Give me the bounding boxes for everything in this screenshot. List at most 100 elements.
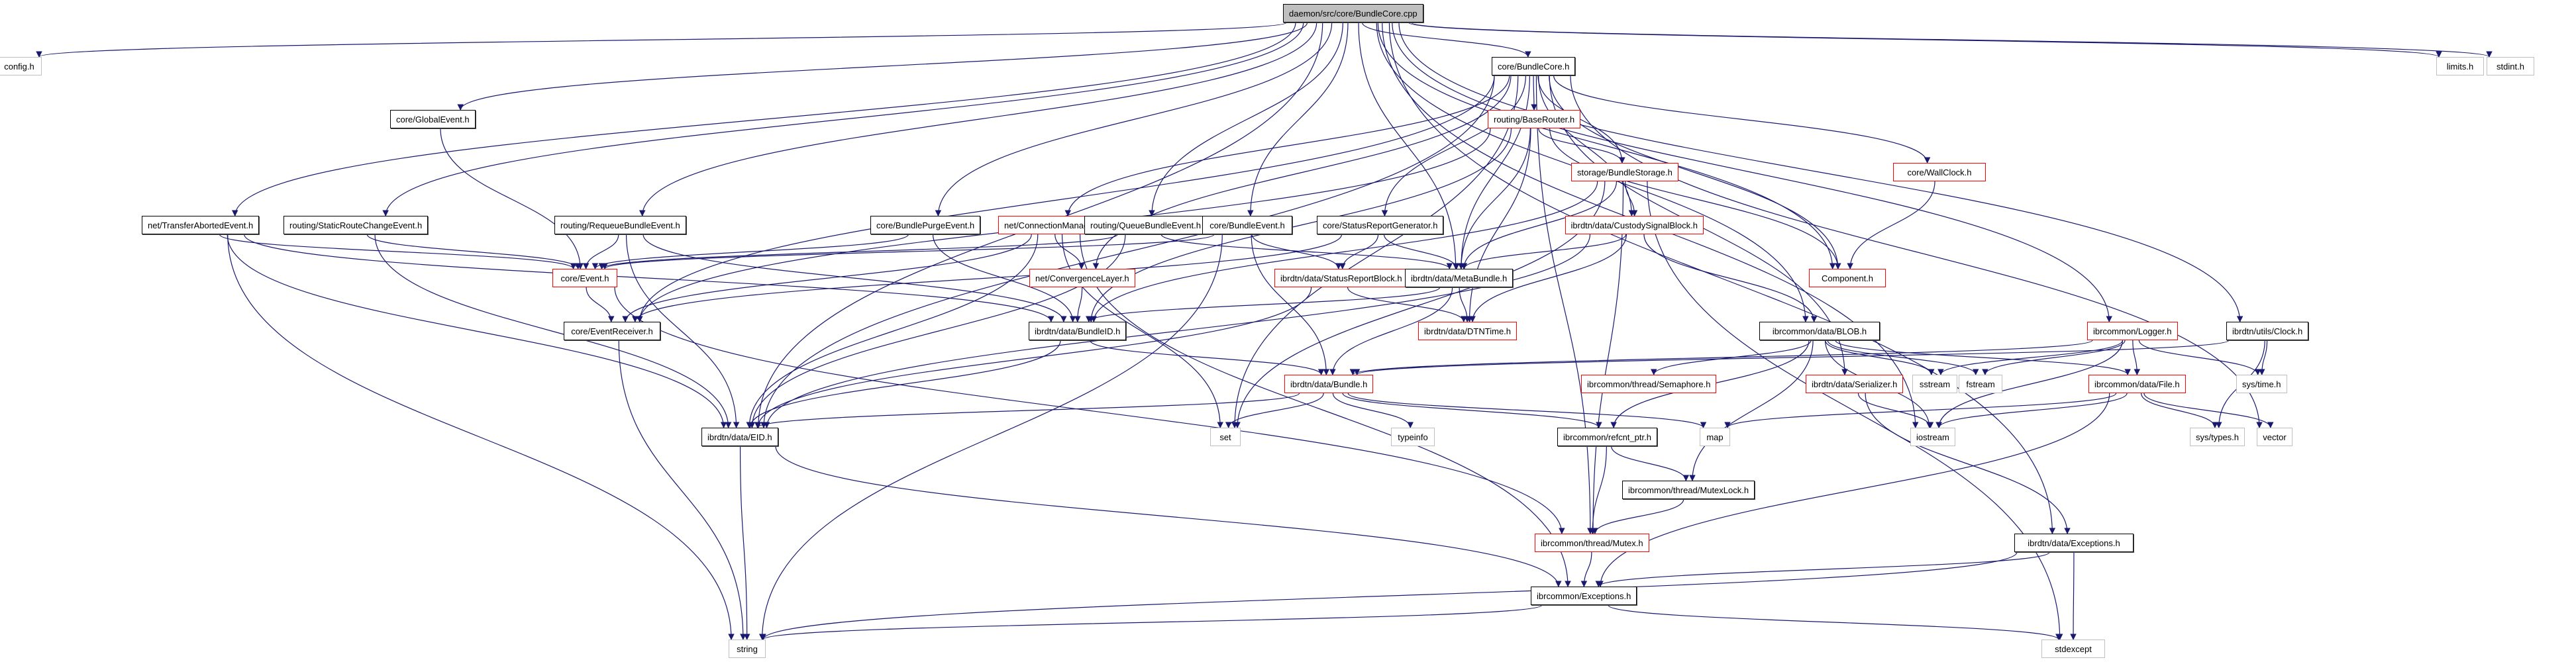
graph-node-mutexlock[interactable]: ibrcommon/thread/MutexLock.h bbox=[1622, 481, 1755, 499]
graph-node-stdexcept: stdexcept bbox=[2041, 640, 2105, 658]
graph-node-blob[interactable]: ibrcommon/data/BLOB.h bbox=[1759, 322, 1880, 340]
edge-bundlecore-h-to-set bbox=[1231, 75, 1519, 428]
edge-logger-to-iostream bbox=[1935, 340, 2124, 428]
graph-node-metabundle[interactable]: ibrdtn/data/MetaBundle.h bbox=[1405, 269, 1514, 287]
edge-exceptions-to-stdexcept bbox=[1608, 604, 2062, 640]
graph-node-event[interactable]: core/Event.h bbox=[552, 269, 617, 287]
graph-node-clock[interactable]: ibrdtn/utils/Clock.h bbox=[2226, 322, 2309, 340]
graph-node-mutex[interactable]: ibrcommon/thread/Mutex.h bbox=[1535, 534, 1649, 552]
graph-node-queuebundle[interactable]: routing/QueueBundleEvent.h bbox=[1084, 216, 1207, 234]
edge-requeue-to-eid bbox=[625, 234, 740, 428]
graph-node-logger[interactable]: ibrcommon/Logger.h bbox=[2087, 322, 2178, 340]
graph-node-statusgen[interactable]: core/StatusReportGenerator.h bbox=[1317, 216, 1444, 234]
edge-root-to-logger bbox=[1392, 22, 2112, 322]
graph-node-map: map bbox=[1700, 428, 1730, 446]
edge-statusreport-to-eid bbox=[754, 287, 1312, 428]
edge-root-to-config bbox=[36, 22, 1287, 58]
graph-node-transferaborted[interactable]: net/TransferAbortedEvent.h bbox=[142, 216, 260, 234]
edge-bundle-to-eid bbox=[754, 393, 1300, 428]
edge-root-to-transferaborted bbox=[232, 22, 1296, 216]
edge-bundlecore-h-to-baserouter bbox=[1531, 75, 1537, 111]
edge-mutexlock-to-mutex bbox=[1592, 498, 1684, 534]
edge-root-to-bundlecore-h bbox=[1362, 22, 1531, 58]
graph-node-eventreceiver[interactable]: core/EventReceiver.h bbox=[564, 322, 660, 340]
edge-root-to-dtnexceptions bbox=[1388, 22, 2056, 534]
edge-refcnt-to-mutexlock bbox=[1611, 446, 1690, 481]
edge-statusgen-to-metabundle bbox=[1383, 234, 1460, 269]
edge-connmgr-to-convlayer bbox=[1055, 234, 1085, 269]
edge-bundlecore-h-to-custody bbox=[1538, 75, 1635, 216]
edge-root-to-staticroute bbox=[382, 22, 1304, 216]
graph-node-statusreport[interactable]: ibrdtn/data/StatusReportBlock.h bbox=[1274, 269, 1408, 287]
edge-bundle-to-map bbox=[1347, 393, 1707, 428]
graph-node-file[interactable]: ibrcommon/data/File.h bbox=[2088, 375, 2186, 393]
edge-logger-to-systime bbox=[2138, 340, 2261, 375]
edge-eid-to-exceptions bbox=[775, 446, 1562, 587]
graph-node-semaphore[interactable]: ibrcommon/thread/Semaphore.h bbox=[1581, 375, 1717, 393]
graph-node-serializer[interactable]: ibrdtn/data/Serializer.h bbox=[1806, 375, 1904, 393]
graph-node-config: config.h bbox=[0, 57, 42, 75]
edge-transferaborted-to-event bbox=[219, 234, 577, 269]
edge-bundlecore-h-to-wallclock bbox=[1553, 75, 1931, 164]
graph-node-dtnexceptions[interactable]: ibrdtn/data/Exceptions.h bbox=[2014, 534, 2134, 552]
edge-bundle-to-set bbox=[1225, 393, 1324, 428]
edge-bundlepurge-to-event bbox=[592, 234, 909, 269]
graph-node-bundleevent[interactable]: core/BundleEvent.h bbox=[1202, 216, 1292, 234]
edge-bundlecore-h-to-metabundle bbox=[1458, 75, 1530, 269]
edge-bundlecore-h-to-mutex bbox=[1535, 75, 1594, 534]
graph-node-bundlestorage[interactable]: storage/BundleStorage.h bbox=[1571, 163, 1678, 181]
edge-root-to-clock bbox=[1398, 22, 2243, 322]
edge-file-to-iostream bbox=[1935, 393, 2128, 428]
graph-node-custody[interactable]: ibrdtn/data/CustodySignalBlock.h bbox=[1565, 216, 1704, 234]
graph-node-bundlecore-h[interactable]: core/BundleCore.h bbox=[1492, 57, 1576, 75]
edge-bundleevent-to-string bbox=[758, 234, 1223, 640]
edge-root-to-stdint bbox=[1410, 22, 2493, 58]
graph-node-root[interactable]: daemon/src/core/BundleCore.cpp bbox=[1283, 4, 1423, 23]
edge-staticroute-to-eid bbox=[374, 234, 732, 428]
graph-node-bundlepurge[interactable]: core/BundlePurgeEvent.h bbox=[870, 216, 981, 234]
edge-file-to-systypes bbox=[2140, 393, 2218, 428]
graph-node-typeinfo: typeinfo bbox=[1391, 428, 1435, 446]
edge-transferaborted-to-eid bbox=[227, 234, 727, 428]
graph-node-bundle[interactable]: ibrdtn/data/Bundle.h bbox=[1284, 375, 1374, 393]
graph-node-iostream: iostream bbox=[1910, 428, 1955, 446]
edge-statusreport-to-dtntime bbox=[1347, 287, 1467, 322]
edge-baserouter-to-dtntime bbox=[1466, 128, 1531, 322]
graph-node-staticroute[interactable]: routing/StaticRouteChangeEvent.h bbox=[283, 216, 429, 234]
edge-root-to-queuebundle bbox=[1149, 22, 1343, 216]
graph-node-dtntime[interactable]: ibrdtn/data/DTNTime.h bbox=[1418, 322, 1518, 340]
edge-logger-to-fstream bbox=[1982, 340, 2126, 375]
graph-node-limits: limits.h bbox=[2436, 57, 2484, 75]
edge-custody-to-metabundle bbox=[1461, 234, 1627, 269]
edge-bundlecore-h-to-connmgr bbox=[1064, 75, 1510, 216]
graph-node-wallclock[interactable]: core/WallClock.h bbox=[1893, 163, 1986, 181]
graph-node-vector: vector bbox=[2257, 428, 2293, 446]
graph-node-requeue[interactable]: routing/RequeueBundleEvent.h bbox=[554, 216, 686, 234]
graph-node-systypes: sys/types.h bbox=[2190, 428, 2245, 446]
edge-clock-to-bundle bbox=[1354, 340, 2230, 375]
edge-metabundle-to-bundleid bbox=[1086, 287, 1441, 322]
edge-exceptions-to-string bbox=[760, 604, 1543, 640]
graph-node-globalevent[interactable]: core/GlobalEvent.h bbox=[390, 110, 476, 128]
edge-bundlestorage-to-metabundle bbox=[1461, 181, 1618, 269]
edge-connmgr-to-eventreceiver bbox=[622, 234, 1032, 322]
graph-node-component[interactable]: Component.h bbox=[1809, 269, 1886, 287]
edge-transferaborted-to-bundleid bbox=[244, 234, 1055, 322]
graph-node-baserouter[interactable]: routing/BaseRouter.h bbox=[1488, 110, 1581, 128]
edge-bundlecore-h-to-convlayer bbox=[1092, 75, 1512, 269]
graph-node-exceptions[interactable]: ibrcommon/Exceptions.h bbox=[1531, 587, 1637, 605]
edge-bundlecore-h-to-statusgen bbox=[1381, 75, 1527, 216]
edge-baserouter-to-metabundle bbox=[1458, 128, 1531, 269]
edge-custody-to-eid bbox=[763, 234, 1591, 428]
edge-bundleid-to-bundle bbox=[1089, 340, 1325, 375]
graph-node-eid[interactable]: ibrdtn/data/EID.h bbox=[701, 428, 778, 446]
graph-node-refcnt[interactable]: ibrcommon/refcnt_ptr.h bbox=[1557, 428, 1657, 446]
graph-node-systime: sys/time.h bbox=[2236, 375, 2287, 393]
edge-bundlecore-h-to-eid bbox=[760, 75, 1495, 428]
graph-node-set: set bbox=[1210, 428, 1241, 446]
graph-node-bundleid[interactable]: ibrdtn/data/BundleID.h bbox=[1029, 322, 1127, 340]
graph-node-convlayer[interactable]: net/ConvergenceLayer.h bbox=[1029, 269, 1135, 287]
edge-statusgen-to-eventreceiver bbox=[632, 234, 1343, 322]
edge-connmgr-to-eid bbox=[746, 234, 1039, 428]
